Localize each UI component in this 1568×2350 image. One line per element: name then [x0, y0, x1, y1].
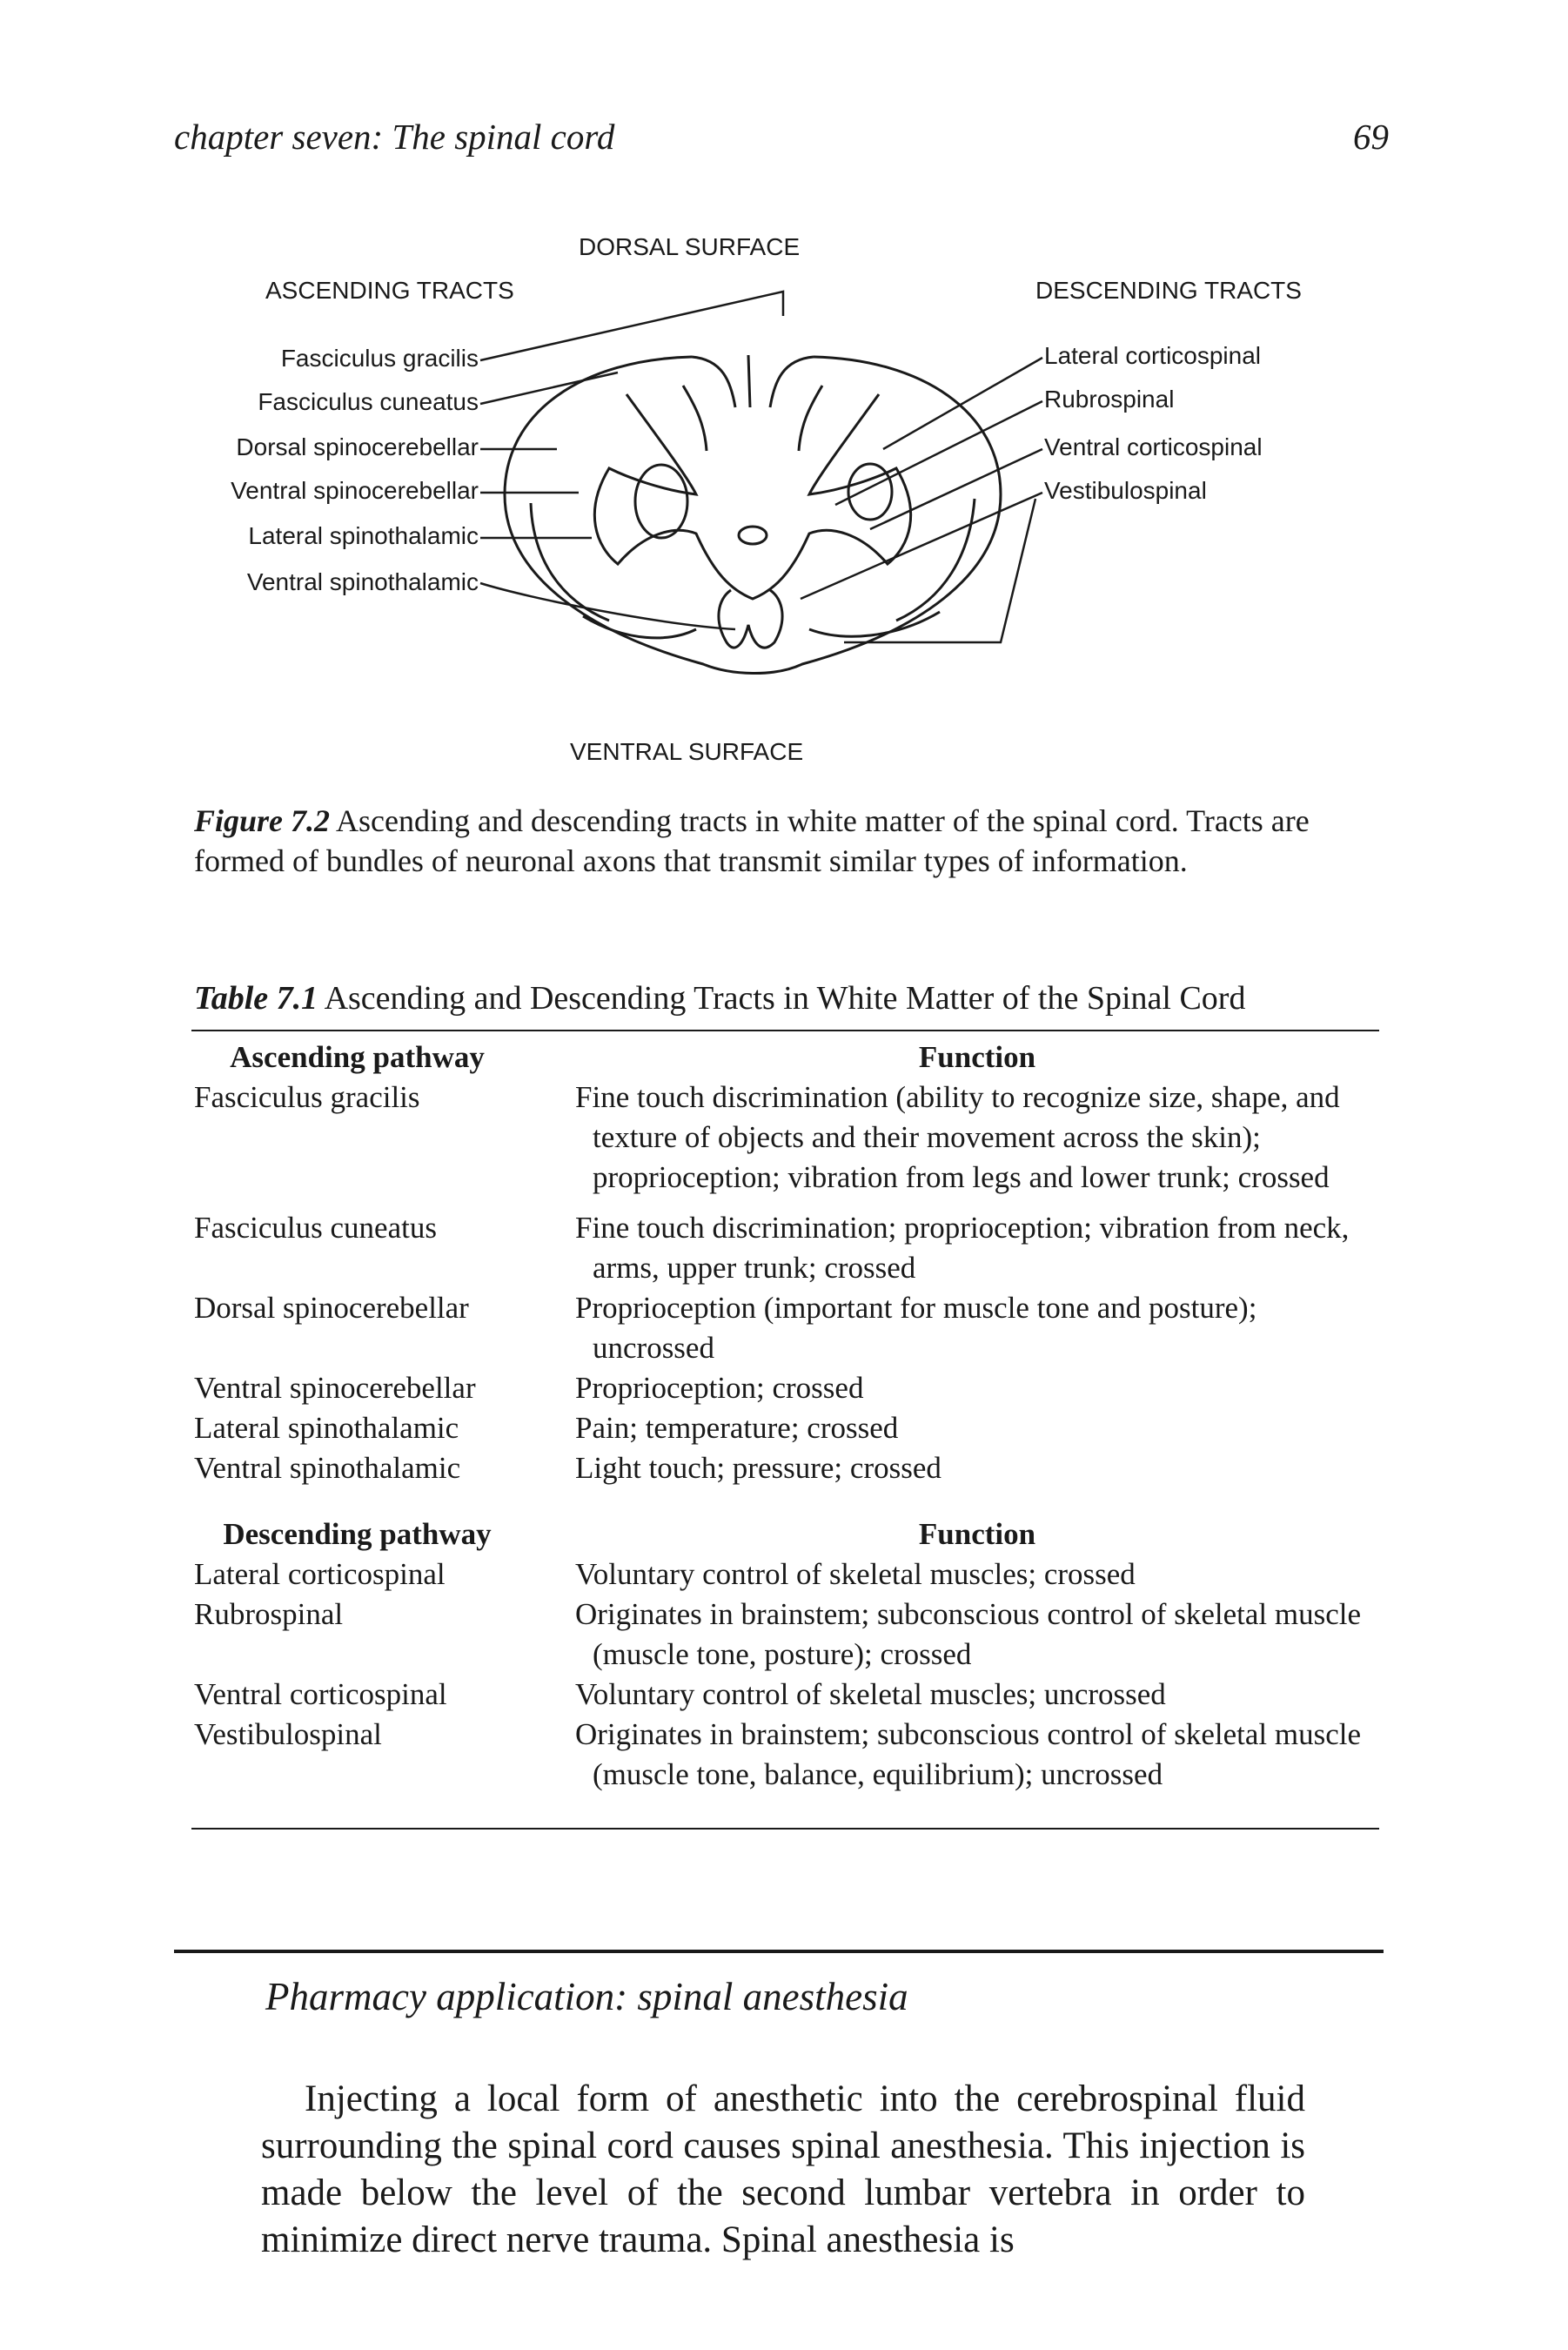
pathway-cell: Ventral spinocerebellar: [194, 1371, 476, 1405]
function-cell: Proprioception; crossed: [575, 1371, 864, 1405]
pathway-cell: Vestibulospinal: [194, 1717, 382, 1751]
pathway-cell: Ventral spinothalamic: [194, 1451, 461, 1485]
function-header: Function: [918, 1517, 1036, 1551]
label-rubrospinal: Rubrospinal: [1044, 386, 1174, 413]
dorsal-columns: [681, 385, 824, 452]
ascending-tracts-header: ASCENDING TRACTS: [265, 277, 514, 304]
ascending-pathway-header: Ascending pathway: [230, 1040, 485, 1074]
caption-label: Figure 7.2: [194, 803, 331, 838]
table-row: Ventral corticospinal Voluntary control …: [194, 1675, 1379, 1715]
pathway-cell: Lateral corticospinal: [194, 1557, 446, 1591]
function-header: Function: [918, 1040, 1036, 1074]
function-cell: Voluntary control of skeletal muscles; c…: [575, 1557, 1136, 1591]
lateral-tract-left: [633, 463, 689, 540]
spinal-cord-figure: DORSAL SURFACE ASCENDING TRACTS DESCENDI…: [231, 233, 1302, 764]
table-row: Rubrospinal Originates in brainstem; sub…: [194, 1595, 1379, 1675]
dorsal-surface-label: DORSAL SURFACE: [579, 233, 800, 260]
function-cell: Originates in brainstem; subconscious co…: [575, 1597, 1361, 1671]
ventral-median-fissure: [717, 588, 784, 649]
table-row: Dorsal spinocerebellar Proprioception (i…: [194, 1288, 1379, 1368]
ventral-tract-left: [582, 614, 697, 640]
table-top-rule: [191, 1030, 1379, 1031]
table-bottom-rule: [191, 1828, 1379, 1830]
function-cell: Fine touch discrimination; proprioceptio…: [575, 1211, 1350, 1285]
table-header-descending: Descending pathway Function: [194, 1514, 1379, 1554]
leader-lines: [479, 290, 1043, 644]
table-title: Table 7.1 Ascending and Descending Tract…: [194, 979, 1245, 1017]
pathway-cell: Fasciculus cuneatus: [194, 1211, 437, 1245]
table-row: Lateral spinothalamic Pain; temperature;…: [194, 1408, 1379, 1448]
figure-caption: Figure 7.2 Ascending and descending trac…: [194, 801, 1377, 881]
label-lateral-corticospinal: Lateral corticospinal: [1044, 342, 1261, 369]
pathway-cell: Rubrospinal: [194, 1597, 344, 1631]
cord-outline: [503, 355, 1002, 675]
running-head: chapter seven: The spinal cord: [174, 117, 615, 157]
pathway-cell: Dorsal spinocerebellar: [194, 1291, 469, 1325]
table-title-text: Ascending and Descending Tracts in White…: [324, 980, 1246, 1017]
central-canal: [737, 525, 768, 546]
lateral-band-right: [895, 498, 976, 622]
function-cell: Proprioception (important for muscle ton…: [575, 1291, 1257, 1365]
grey-matter: [593, 393, 913, 601]
label-dorsal-spinocerebellar: Dorsal spinocerebellar: [236, 433, 479, 460]
table-row: Fasciculus cuneatus Fine touch discrimin…: [194, 1208, 1379, 1288]
pathway-cell: Lateral spinothalamic: [194, 1411, 459, 1445]
function-cell: Pain; temperature; crossed: [575, 1411, 899, 1445]
label-fasciculus-cuneatus: Fasciculus cuneatus: [258, 388, 479, 415]
pathway-cell: Ventral corticospinal: [194, 1677, 447, 1711]
function-cell: Voluntary control of skeletal muscles; u…: [575, 1677, 1166, 1711]
lateral-tract-right: [847, 462, 894, 521]
section-rule: [174, 1950, 1384, 1953]
lateral-band-left: [529, 502, 610, 622]
label-ventral-spinothalamic: Ventral spinothalamic: [247, 568, 479, 595]
function-cell: Light touch; pressure; crossed: [575, 1451, 941, 1485]
tracts-table: Ascending pathway Function Fasciculus gr…: [194, 1037, 1379, 1795]
caption-text: Ascending and descending tracts in white…: [194, 803, 1310, 878]
table-row: Fasciculus gracilis Fine touch discrimin…: [194, 1078, 1379, 1198]
table-row: Ventral spinocerebellar Proprioception; …: [194, 1368, 1379, 1408]
ventral-tract-right: [808, 610, 941, 638]
table-row: Ventral spinothalamic Light touch; press…: [194, 1448, 1379, 1488]
body-paragraph: Injecting a local form of anesthetic int…: [261, 2078, 1305, 2260]
table-row: Lateral corticospinal Voluntary control …: [194, 1554, 1379, 1595]
table-row: Vestibulospinal Originates in brainstem;…: [194, 1715, 1379, 1795]
label-fasciculus-gracilis: Fasciculus gracilis: [281, 345, 479, 372]
dorsal-median-sulcus: [691, 354, 814, 408]
descending-pathway-header: Descending pathway: [223, 1517, 492, 1551]
label-vestibulospinal: Vestibulospinal: [1044, 477, 1207, 504]
page-number: 69: [1353, 117, 1389, 157]
label-ventral-spinocerebellar: Ventral spinocerebellar: [231, 477, 479, 504]
section-title: Pharmacy application: spinal anesthesia: [265, 1975, 908, 2018]
function-cell: Fine touch discrimination (ability to re…: [575, 1080, 1340, 1194]
ventral-surface-label: VENTRAL SURFACE: [570, 738, 803, 764]
function-cell: Originates in brainstem; subconscious co…: [575, 1717, 1361, 1791]
label-ventral-corticospinal: Ventral corticospinal: [1044, 433, 1263, 460]
table-header-ascending: Ascending pathway Function: [194, 1037, 1379, 1078]
label-lateral-spinothalamic: Lateral spinothalamic: [248, 522, 479, 549]
descending-tracts-header: DESCENDING TRACTS: [1035, 277, 1302, 304]
table-label: Table 7.1: [194, 980, 318, 1017]
pathway-cell: Fasciculus gracilis: [194, 1080, 420, 1114]
